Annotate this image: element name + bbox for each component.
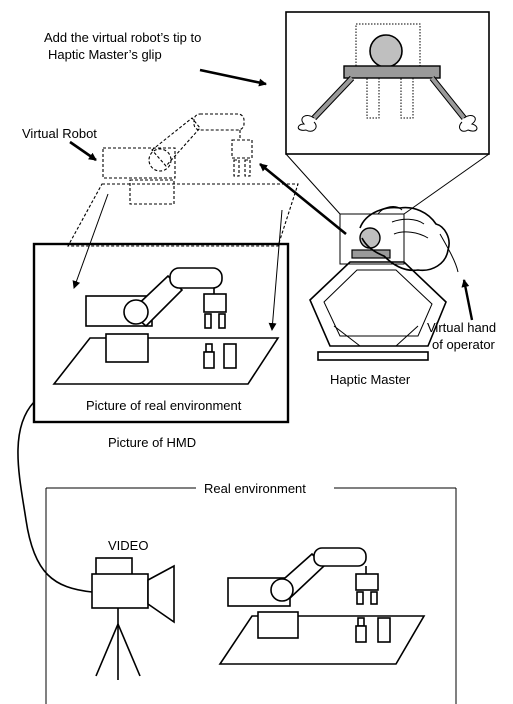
haptic-master-label: Haptic Master — [330, 372, 411, 387]
zoom-line-left — [285, 153, 341, 215]
real-robot — [218, 547, 426, 665]
virtual-robot — [67, 113, 299, 247]
haptic-master — [309, 206, 459, 361]
caption-line-1: Add the virtual robot’s tip to — [44, 30, 201, 45]
picture-hmd-label: Picture of HMD — [108, 435, 196, 450]
hmd-picture: Picture of real environment — [32, 242, 290, 424]
video-cable — [17, 401, 93, 593]
zoom-line-right — [403, 153, 490, 215]
tip-arrow — [259, 162, 347, 236]
picture-real-env-label: Picture of real environment — [86, 398, 242, 413]
real-environment-label: Real environment — [204, 481, 306, 496]
projection-arrow-right — [268, 209, 283, 331]
virtual-hand-arrow — [461, 279, 474, 321]
real-environment: Real environment VIDEO — [45, 481, 457, 704]
caption-line-2: Haptic Master’s glip — [48, 47, 162, 62]
video-camera — [91, 557, 175, 680]
projection-arrow-left — [72, 193, 109, 289]
virtual-robot-label: Virtual Robot — [22, 126, 97, 141]
caption-arrow — [199, 68, 267, 87]
zoom-inset — [285, 11, 490, 155]
virtual-hand-line-2: of operator — [432, 337, 496, 352]
virtual-hand-line-1: Virtual hand — [427, 320, 496, 335]
video-label: VIDEO — [108, 538, 148, 553]
virtual-robot-arrow — [69, 140, 97, 162]
